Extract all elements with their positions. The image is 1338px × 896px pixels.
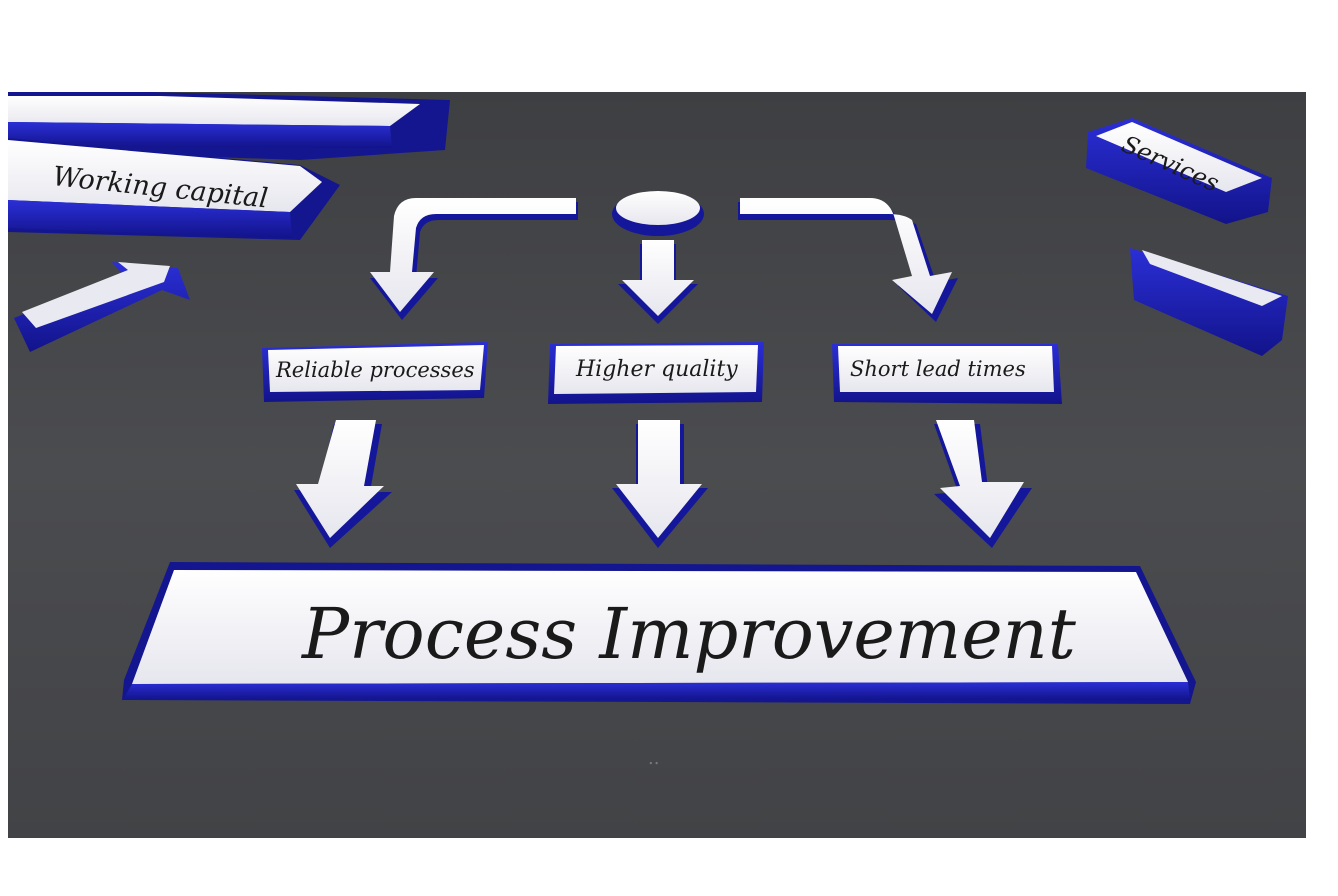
top-right-bent-arrow [738,198,958,322]
top-center-arrow [618,240,698,324]
top-center-oval-face [616,191,700,225]
reliable-processes-label: Reliable processes [275,358,475,382]
higher-quality-label: Higher quality [575,357,738,382]
top-left-bent-arrow [370,198,578,320]
process-improvement-label: Process Improvement [300,593,1077,675]
short-lead-times-block: Short lead times [832,344,1062,404]
right-side-arrow [1130,248,1288,356]
lower-right-arrow [934,420,1032,548]
reliable-processes-block: Reliable processes [262,342,488,402]
lower-left-arrow [294,420,392,548]
process-improvement-block: Process Improvement [122,562,1196,704]
working-capital-block: Working capital [8,92,450,240]
higher-quality-block: Higher quality [548,342,764,404]
lower-center-arrow [612,420,708,548]
short-lead-times-label: Short lead times [850,357,1026,381]
left-side-arrow [14,262,190,352]
board-mark: .. [648,748,659,769]
